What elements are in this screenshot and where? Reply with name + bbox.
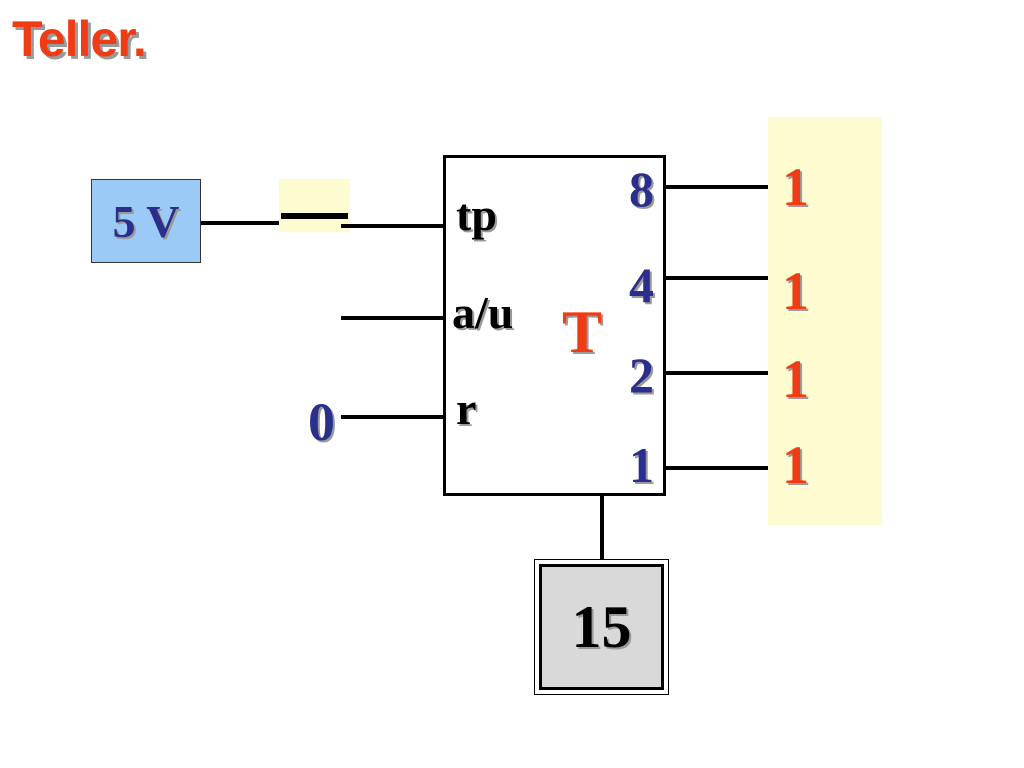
pin-weight-2: 2 [629, 347, 654, 403]
output-bit-1: 1 [782, 435, 809, 495]
pin-label-tp: tp [456, 189, 497, 240]
voltage-source: 5 V [91, 179, 201, 263]
output-panel [768, 117, 882, 525]
wire-out-2 [666, 371, 768, 375]
wire-reset [341, 415, 445, 419]
counter-block [443, 155, 666, 496]
pin-weight-8: 8 [629, 161, 654, 217]
output-bit-8: 1 [782, 157, 809, 217]
pin-weight-4: 4 [629, 257, 654, 313]
wire-out-1 [666, 466, 768, 470]
wire-out-8 [666, 185, 768, 189]
page-title: Teller. [12, 11, 147, 67]
wire-switch-tp [341, 224, 445, 228]
wire-source-switch [201, 221, 281, 225]
wire-counter-display [600, 495, 604, 560]
pin-weight-1: 1 [629, 437, 654, 493]
output-bit-4: 1 [782, 261, 809, 321]
output-bit-2: 1 [782, 349, 809, 409]
switch-background [279, 179, 350, 232]
counter-label: T [562, 299, 603, 365]
wire-out-4 [666, 276, 768, 280]
pin-label-au: a/u [452, 287, 514, 338]
pin-label-r: r [456, 383, 477, 434]
switch-lever[interactable] [281, 213, 348, 219]
wire-direction [341, 316, 445, 320]
reset-input-value: 0 [308, 392, 335, 452]
decimal-display: 15 [539, 564, 664, 690]
